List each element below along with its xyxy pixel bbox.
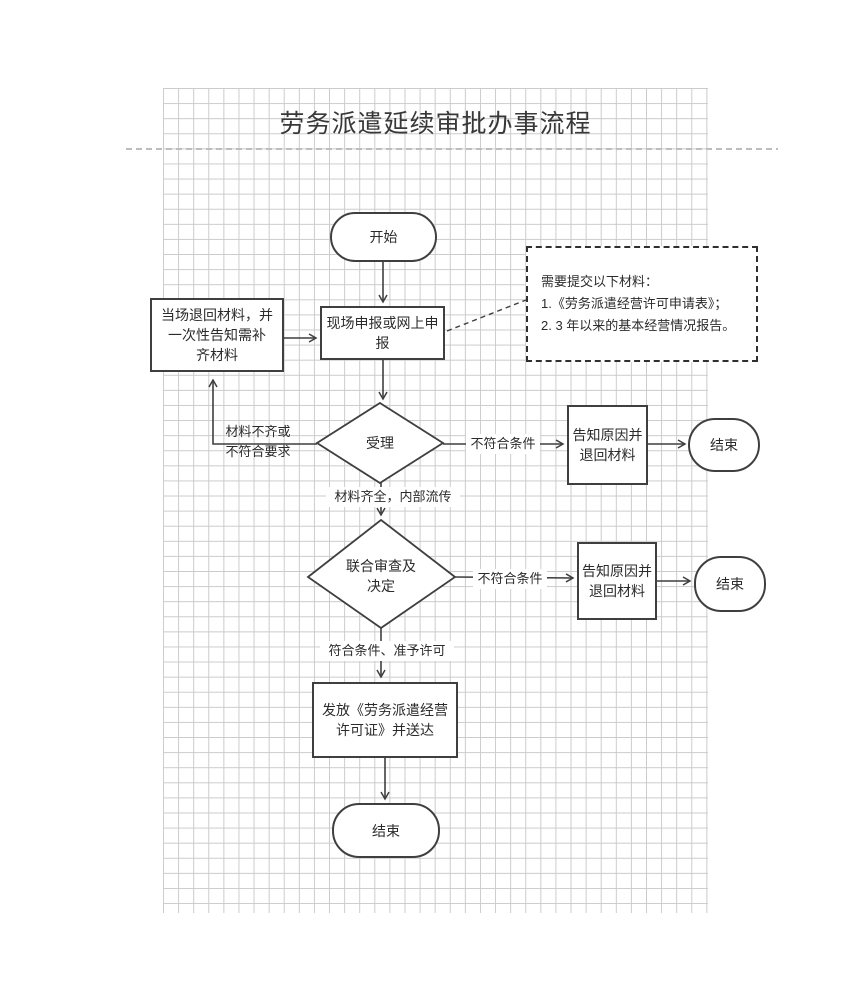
notify-return-box-1: 告知原因并 退回材料 (567, 405, 648, 485)
edge-label-approve: 符合条件、准予许可 (320, 641, 454, 661)
return-materials-box: 当场退回材料，并 一次性告知需补 齐材料 (150, 298, 284, 372)
accept-diamond-shape (315, 401, 445, 485)
apply-box: 现场申报或网上申 报 (320, 306, 445, 360)
edge-label-complete: 材料齐全，内部流传 (326, 487, 460, 507)
edge-label-reject-1: 不符合条件 (466, 434, 540, 454)
review-diamond-label: 联合审查及 决定 (346, 558, 416, 594)
end-node-1: 结束 (688, 418, 760, 472)
note-dashed-connector (446, 299, 527, 332)
edge-label-reject-2: 不符合条件 (473, 569, 547, 589)
end-node-2: 结束 (694, 556, 766, 612)
materials-note-box: 需要提交以下材料： 1.《劳务派遣经营许可申请表》； 2. 3 年以来的基本经营… (526, 246, 758, 362)
accept-diamond-label: 受理 (366, 435, 394, 451)
issue-license-box: 发放《劳务派遣经营 许可证》并送达 (312, 682, 458, 758)
notify-return-box-2: 告知原因并 退回材料 (577, 542, 657, 620)
end-node-final: 结束 (332, 803, 440, 858)
edge-label-incomplete: 材料不齐或 不符合要求 (225, 424, 291, 459)
start-node: 开始 (330, 212, 437, 262)
page-title: 劳务派遣延续审批办事流程 (279, 110, 592, 138)
arrow-accept-to-return (208, 378, 317, 445)
page-break-dashed-line (126, 148, 778, 150)
